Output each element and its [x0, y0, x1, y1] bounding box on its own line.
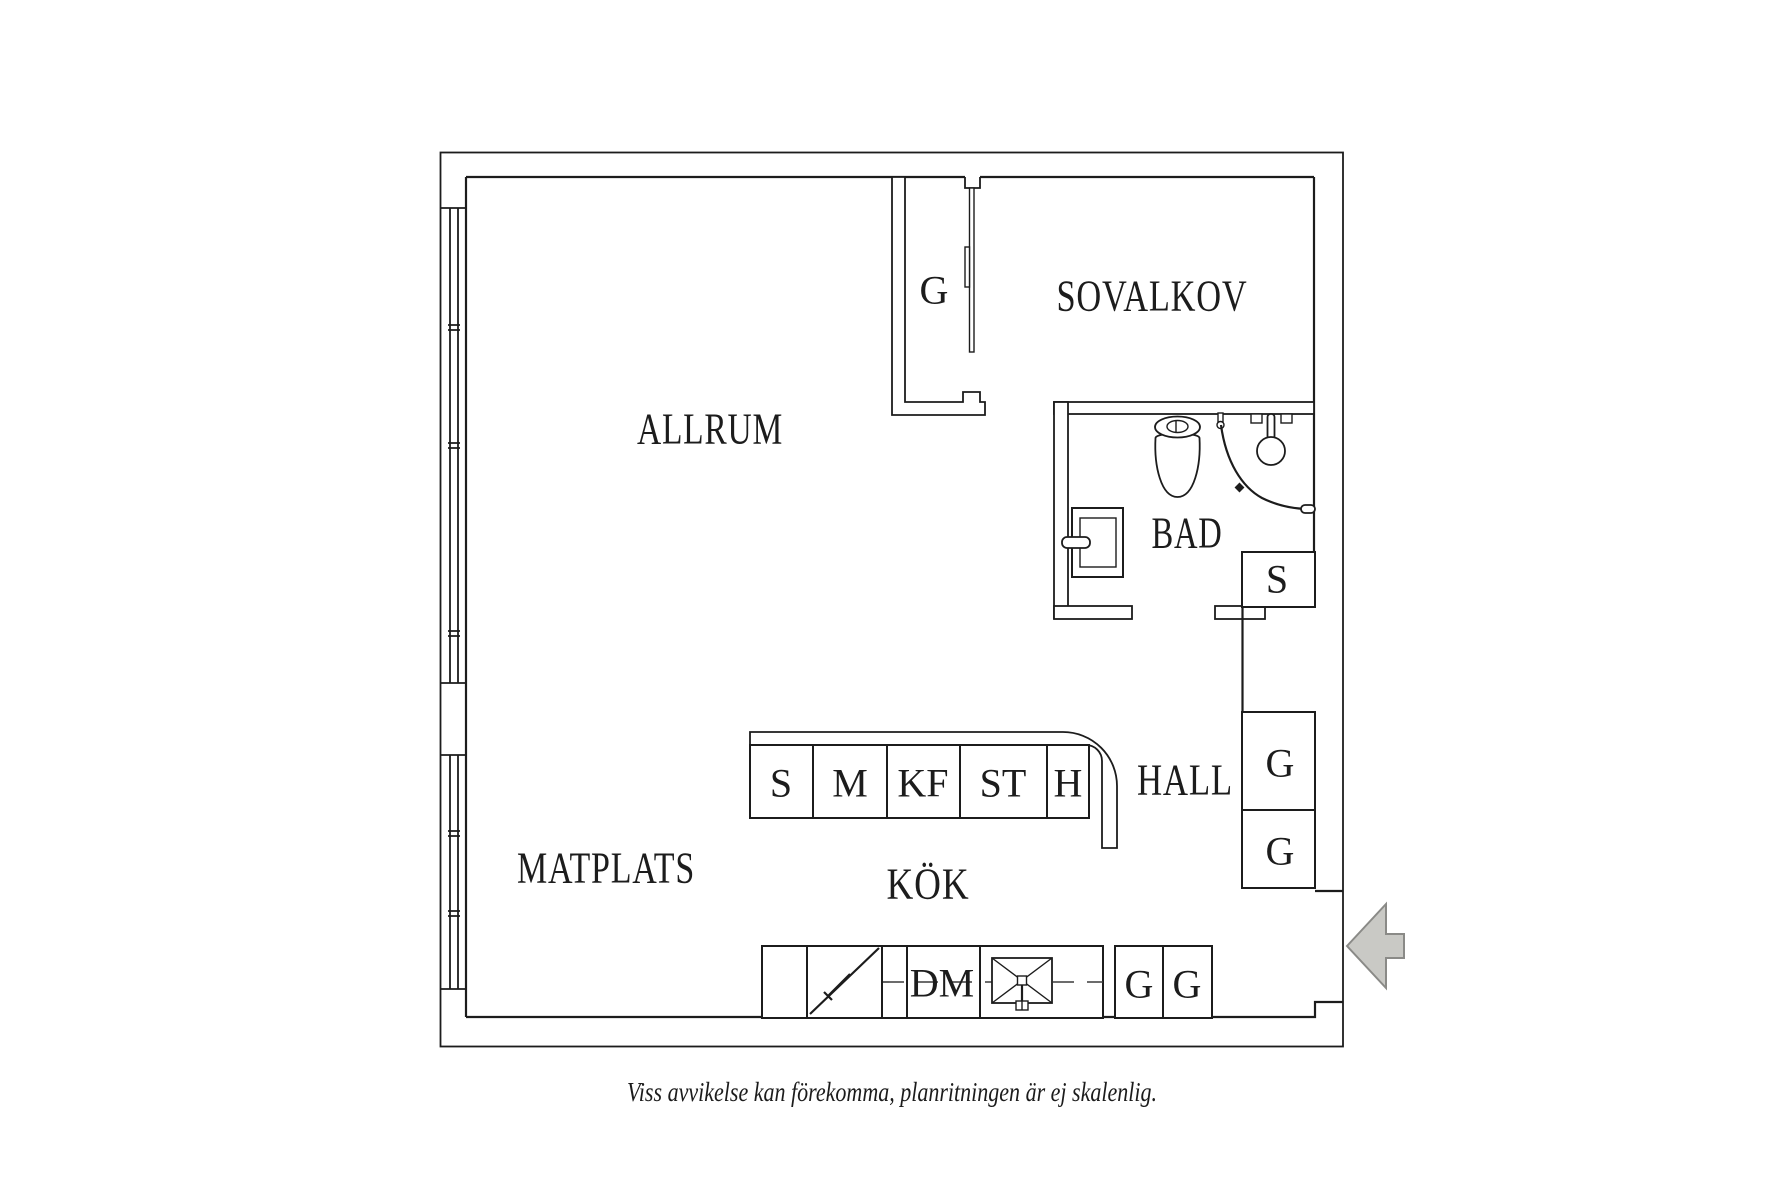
bath-closet-box — [1241, 551, 1316, 608]
bath-south-wall-east — [1214, 605, 1266, 620]
kitchen-sink-icon — [991, 957, 1053, 1011]
room-label-kok: KÖK — [887, 860, 970, 909]
hall-closet-lower-box — [1241, 809, 1316, 889]
base-closet-right-box — [1162, 945, 1213, 1019]
kitchen-base-row: DM G G — [761, 945, 1213, 1019]
worktop-icon — [809, 947, 880, 1015]
window-upper-icon — [441, 207, 466, 684]
unit-label-h: H — [1054, 761, 1083, 806]
bathroom: S BAD — [1053, 401, 1316, 713]
bath-north-wall — [1053, 401, 1315, 415]
sliding-door-panel — [964, 246, 971, 288]
room-label-bad: BAD — [1152, 509, 1223, 558]
room-label-allrum: ALLRUM — [637, 405, 783, 454]
bath-west-wall — [1053, 401, 1069, 619]
outer-wall — [439, 151, 1344, 1048]
entrance-arrow-icon — [1345, 901, 1405, 991]
window-lower-icon — [441, 754, 466, 990]
unit-box-m — [812, 744, 888, 819]
hall-closet-upper-label: G — [1266, 741, 1295, 786]
room-label-hall: HALL — [1137, 756, 1233, 805]
toilet-icon — [1154, 415, 1201, 498]
unit-label-s: S — [770, 761, 792, 806]
hall-closets: G G — [1241, 711, 1316, 889]
base-closet-left-label: G — [1125, 962, 1154, 1007]
room-label-matplats: MATPLATS — [517, 844, 695, 893]
counter-band — [749, 731, 1118, 849]
sink-icon — [1061, 507, 1124, 578]
unit-label-st: ST — [980, 761, 1027, 806]
bath-closet-label: S — [1266, 557, 1288, 602]
unit-box-st — [959, 744, 1048, 819]
room-label-sovalkov: SOVALKOV — [1057, 272, 1248, 321]
kitchen-peninsula: S M KF ST H — [749, 731, 1118, 849]
disclaimer-caption: Viss avvikelse kan förekomma, planritnin… — [627, 1077, 1157, 1107]
closet-wall — [891, 176, 986, 416]
base-box-empty — [761, 945, 808, 1019]
dishwasher-label: DM — [910, 961, 974, 1006]
unit-label-kf: KF — [897, 761, 948, 806]
base-closet-right-label: G — [1173, 962, 1202, 1007]
bath-south-wall-west — [1053, 605, 1133, 620]
hall-closet-lower-label: G — [1266, 829, 1295, 874]
unit-label-m: M — [832, 761, 868, 806]
closet-top-label: G — [920, 268, 949, 313]
base-closet-left-box — [1114, 945, 1164, 1019]
top-closet: G — [891, 176, 986, 416]
shower-icon — [1216, 412, 1316, 514]
unit-box-kf — [886, 744, 961, 819]
door-track-notch — [964, 177, 981, 189]
unit-box-h — [1046, 744, 1090, 819]
